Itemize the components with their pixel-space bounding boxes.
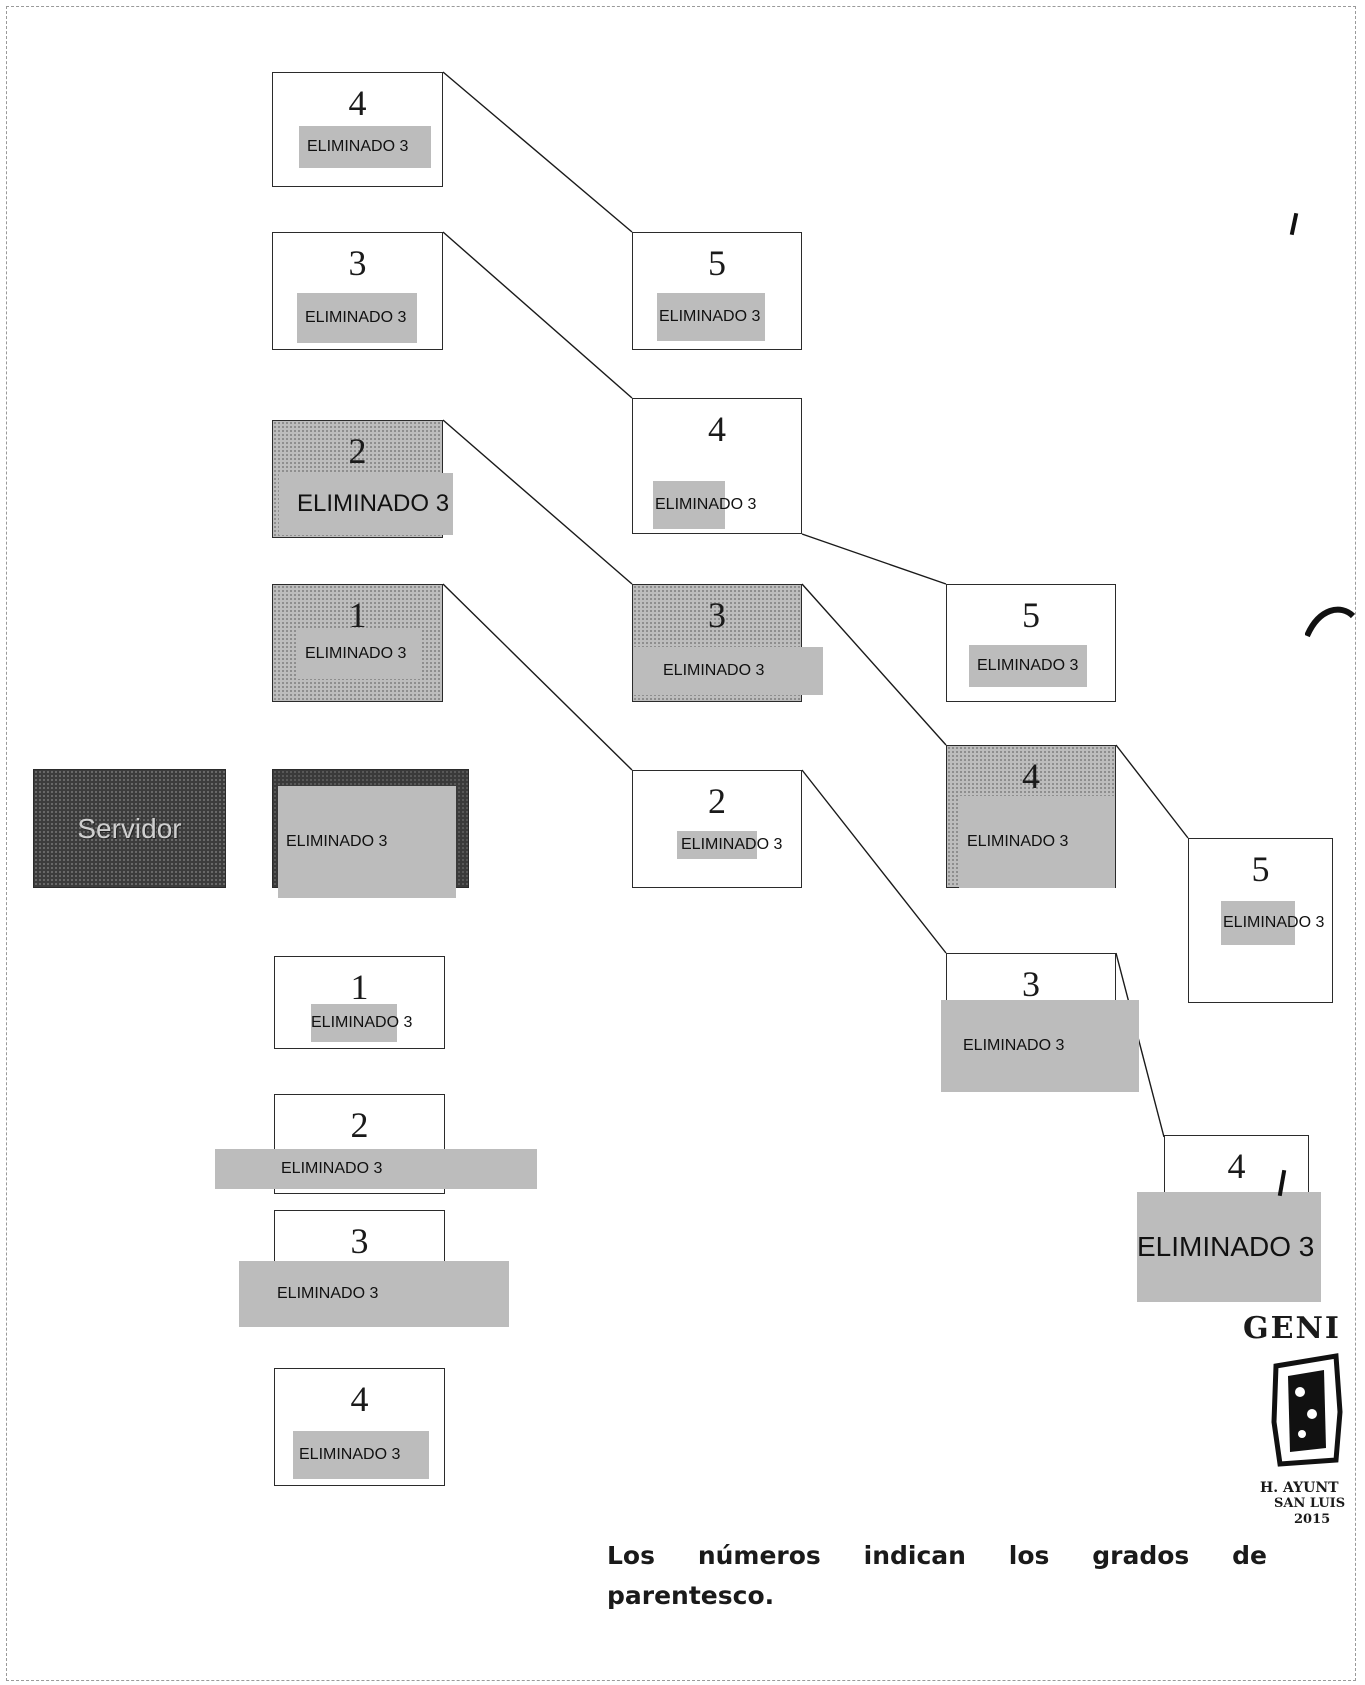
degree-number: 1	[350, 967, 369, 1007]
node-collateral-5b: 5 ELIMINADO 3	[946, 584, 1116, 702]
node-descendant-3: 3 ELIMINADO 3	[239, 1210, 509, 1327]
redaction-box: ELIMINADO 3	[293, 1431, 429, 1479]
servidor-box: Servidor	[33, 769, 226, 888]
node-descendant-1: 1 ELIMINADO 3	[274, 956, 445, 1049]
node-collateral-4c: 4 ELIMINADO 3	[1137, 1135, 1321, 1302]
redaction-box: ELIMINADO 3	[1137, 1192, 1321, 1302]
redaction-box: ELIMINADO 3	[653, 481, 756, 529]
connector-col4a-col5b	[801, 533, 947, 585]
redaction-box: ELIMINADO 3	[297, 629, 421, 679]
redaction-box: ELIMINADO 3	[959, 796, 1115, 888]
degree-number: 2	[350, 1105, 369, 1145]
redaction-box: ELIMINADO 3	[1221, 901, 1324, 945]
connector-col3-col4b	[801, 583, 947, 746]
degree-number: 4	[708, 409, 726, 449]
redaction-box: ELIMINADO 3	[215, 1149, 537, 1189]
redaction-box: ELIMINADO 3	[299, 126, 431, 168]
scan-mark-arc	[1305, 606, 1355, 638]
degree-number: 3	[1022, 964, 1040, 1004]
redaction-box: ELIMINADO 3	[633, 647, 823, 695]
redaction-box: ELIMINADO 3	[969, 645, 1087, 687]
degree-number: 1	[348, 595, 367, 635]
connector-asc1-col2	[442, 583, 633, 771]
node-spouse: ELIMINADO 3	[272, 769, 469, 898]
node-ascendant-4: 4 ELIMINADO 3	[272, 72, 443, 187]
stamp-word: GENI	[1243, 1311, 1341, 1346]
redaction-box: ELIMINADO 3	[677, 831, 782, 859]
redaction-box: ELIMINADO 3	[278, 786, 456, 898]
municipal-seal-stamp: GENI H. AYUNT SAN LUIS 2015	[1210, 1240, 1350, 1530]
redaction-box: ELIMINADO 3	[297, 293, 417, 343]
servidor-label: Servidor	[77, 812, 182, 844]
redaction-box: ELIMINADO 3	[311, 1004, 412, 1042]
degree-number: 4	[350, 1379, 369, 1419]
node-collateral-2: 2 ELIMINADO 3	[632, 770, 802, 888]
node-collateral-5a: 5 ELIMINADO 3	[632, 232, 802, 350]
redaction-box: ELIMINADO 3	[657, 293, 765, 341]
degree-number: 4	[1022, 756, 1040, 796]
connector-asc4-col5a	[442, 71, 633, 233]
connector-col3b-col4c	[1115, 952, 1165, 1138]
node-collateral-4b: 4 ELIMINADO 3	[946, 745, 1116, 888]
redaction-box: ELIMINADO 3	[279, 473, 453, 535]
degree-number: 2	[348, 431, 367, 471]
node-ascendant-1: 1 ELIMINADO 3	[272, 584, 443, 702]
degree-number: 5	[1022, 595, 1040, 635]
seal-emblem-icon	[1271, 1353, 1343, 1467]
degree-number: 2	[708, 781, 726, 821]
diagram-caption: Los números indican los grados de parent…	[607, 1541, 1267, 1610]
degree-number: 3	[350, 1221, 369, 1261]
connector-col4b-col5c	[1115, 744, 1189, 839]
node-collateral-4a: 4 ELIMINADO 3	[632, 398, 802, 534]
node-collateral-5c: 5 ELIMINADO 3	[1188, 838, 1333, 1003]
degree-number: 5	[708, 243, 726, 283]
node-ascendant-2: 2 ELIMINADO 3	[272, 420, 453, 538]
node-collateral-3b: 3 ELIMINADO 3	[941, 953, 1139, 1092]
node-descendant-2: 2 ELIMINADO 3	[215, 1094, 537, 1194]
degree-number: 3	[348, 243, 367, 283]
redaction-box: ELIMINADO 3	[239, 1261, 509, 1327]
degree-number: 4	[348, 83, 367, 123]
node-collateral-3: 3 ELIMINADO 3	[632, 584, 823, 702]
degree-number: 4	[1227, 1146, 1246, 1186]
degree-number: 3	[708, 595, 726, 635]
redaction-box: ELIMINADO 3	[941, 1000, 1139, 1092]
page-frame	[6, 6, 1356, 1681]
stamp-line-2: SAN LUIS	[1274, 1496, 1346, 1511]
degree-number: 5	[1251, 849, 1270, 889]
connector-asc3-col4a	[442, 231, 633, 399]
connector-col2-col3b	[801, 769, 947, 954]
stamp-line-1: H. AYUNT	[1260, 1480, 1339, 1496]
node-ascendant-3: 3 ELIMINADO 3	[272, 232, 443, 350]
connector-asc2-col3	[442, 419, 633, 585]
node-descendant-4: 4 ELIMINADO 3	[274, 1368, 445, 1486]
stamp-line-3: 2015	[1294, 1512, 1331, 1527]
